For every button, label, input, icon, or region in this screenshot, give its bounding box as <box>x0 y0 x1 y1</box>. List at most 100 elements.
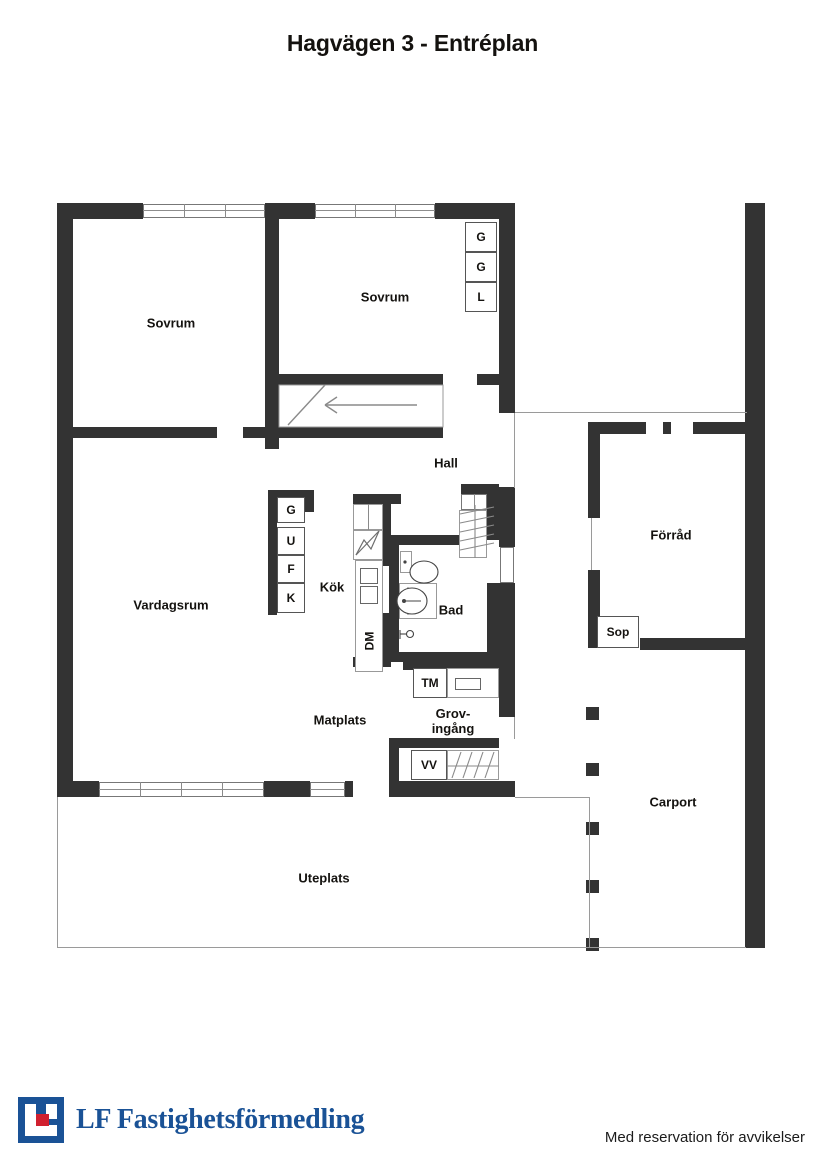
kitchen-cabinet-u: U <box>277 527 305 555</box>
trash-sop: Sop <box>597 616 639 648</box>
floor-drain-icon <box>399 629 415 639</box>
room-label-kok: Kök <box>319 579 345 595</box>
wall-grovingang-bottom-right <box>455 738 499 748</box>
opening-hall-right-a <box>500 547 514 583</box>
room-label-uteplats: Uteplats <box>298 870 350 886</box>
wall-hall-right-upper <box>487 494 499 540</box>
page-title: Hagvägen 3 - Entréplan <box>286 30 539 56</box>
closet-g-2: G <box>465 252 497 282</box>
footer: LF Fastighetsförmedling Med reservation … <box>0 1085 825 1167</box>
wall-forrad-top-b <box>663 422 671 434</box>
plan-detail-overlay <box>278 384 499 779</box>
kitchen-cabinet-f: F <box>277 555 305 583</box>
wall-garage-right-outer <box>745 203 765 948</box>
wall-exterior-top-a <box>57 203 143 219</box>
room-label-bad: Bad <box>438 602 464 618</box>
line-grov-right <box>514 717 515 739</box>
wall-kitchen-cabinets-top-r <box>305 490 314 512</box>
window-top-right-mullion-1 <box>355 204 356 218</box>
opening-hall-closet-mullion <box>474 494 475 510</box>
wall-sliding-door-sill <box>243 427 443 438</box>
room-label-matplats: Matplats <box>313 712 367 728</box>
room-label-forrad: Förråd <box>650 527 692 543</box>
kitchen-counter-divider <box>368 504 369 530</box>
grovingang-door-panel <box>447 750 499 780</box>
window-top-left-mullion-2 <box>225 204 226 218</box>
grovingang-drawer <box>455 678 481 690</box>
sliding-door-arrow-icon <box>287 384 417 426</box>
carport-post-5 <box>586 938 599 951</box>
window-top-right <box>315 204 435 218</box>
window-top-left-rail <box>143 210 265 211</box>
wall-bedroom1-bottom <box>57 427 217 438</box>
window-bottom-mullion-2 <box>181 782 182 797</box>
wall-hall-jamb-top <box>477 374 499 385</box>
wall-exterior-bottom-d <box>390 781 515 797</box>
window-bottom-mullion-1 <box>140 782 141 797</box>
wall-between-bedrooms <box>265 203 279 433</box>
wall-bedroom2-jamb <box>265 427 279 449</box>
wall-bad-left <box>389 535 399 662</box>
kitchen-sink-basin-2 <box>360 586 378 604</box>
wall-hall-closet-top <box>461 484 499 494</box>
wall-forrad-bottom <box>640 638 745 650</box>
wall-grovingang-top <box>403 662 499 670</box>
room-label-hall: Hall <box>434 455 458 471</box>
wall-exterior-left <box>57 203 73 797</box>
brand-logo: LF Fastighetsförmedling <box>18 1097 365 1143</box>
wall-exterior-bottom-c <box>345 781 353 797</box>
wall-forrad-left-upper <box>588 422 600 518</box>
window-bottom-mullion-3 <box>222 782 223 797</box>
wall-kitchen-top <box>353 494 401 504</box>
wall-exterior-top-c <box>435 203 515 219</box>
water-heater-vv: VV <box>411 750 447 780</box>
line-uteplats-bottom <box>57 947 590 948</box>
wall-grovingang-left <box>389 738 399 797</box>
wall-forrad-top-c <box>693 422 745 434</box>
line-uteplats-top <box>515 797 590 798</box>
wall-grovingang-seg <box>399 738 455 748</box>
carport-post-1 <box>586 707 599 720</box>
room-label-sovrum-2: Sovrum <box>360 289 410 305</box>
line-forrad-left-opening <box>591 518 592 570</box>
wall-exterior-right <box>499 203 515 413</box>
kitchen-sink-basin-1 <box>360 568 378 584</box>
bathroom-toilet-tank <box>400 551 412 573</box>
wall-exterior-bottom-a <box>57 781 99 797</box>
wall-kitchen-right <box>381 494 391 566</box>
window-top-left-mullion-1 <box>184 204 185 218</box>
line-uteplats-right <box>589 797 590 948</box>
carport-post-2 <box>586 763 599 776</box>
line-uteplats-left <box>57 797 58 948</box>
closet-l: L <box>465 282 497 312</box>
room-label-grovingang: Grov- ingång <box>431 706 475 736</box>
wall-exterior-bottom-b <box>264 781 310 797</box>
kitchen-cabinet-k: K <box>277 583 305 613</box>
closet-g-1: G <box>465 222 497 252</box>
disclaimer-text: Med reservation för avvikelser <box>604 1129 805 1146</box>
wall-kitchen-cabinets-back <box>268 490 277 615</box>
lf-logo-icon <box>18 1097 64 1143</box>
window-bottom-right-rail <box>310 789 345 790</box>
room-label-sovrum-1: Sovrum <box>146 315 196 331</box>
brand-name: LF Fastighetsförmedling <box>76 1104 365 1135</box>
wall-bad-top <box>395 535 487 545</box>
sliding-door-leaf <box>278 384 444 428</box>
window-top-right-mullion-2 <box>395 204 396 218</box>
dishwasher-dm: DM <box>361 631 376 651</box>
wall-bad-right <box>487 583 499 661</box>
window-top-left <box>143 204 265 218</box>
carport-post-3 <box>586 822 599 835</box>
carport-post-4 <box>586 880 599 893</box>
line-carport-top <box>515 412 747 413</box>
floor-plan: G G L G U F K DM TM VV Sop Sovrum Sovrum… <box>57 203 765 951</box>
line-carport-bottom <box>586 947 746 948</box>
room-label-vardagsrum: Vardagsrum <box>133 597 209 613</box>
window-top-right-rail <box>315 210 435 211</box>
bathroom-sink-counter <box>399 583 437 619</box>
wall-forrad-top-a <box>588 422 646 434</box>
wall-exterior-right-c <box>499 583 515 717</box>
wall-sliding-door-head <box>265 374 443 385</box>
wall-kitchen-cabinets-top <box>268 490 314 499</box>
wall-kitchen-right-lower <box>381 613 391 667</box>
